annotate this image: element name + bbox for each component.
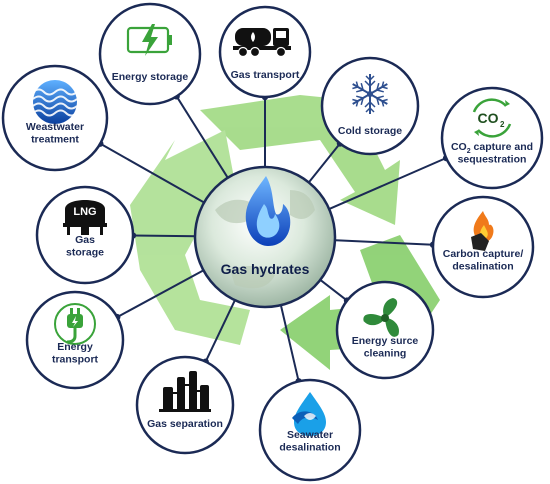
lng-label: LNG bbox=[73, 206, 96, 218]
node-circle-gas-transport bbox=[218, 5, 312, 99]
link-energy-storage bbox=[175, 95, 230, 180]
node-label-wastewater-1: treatment bbox=[31, 133, 79, 145]
center-node: Gas hydrates bbox=[193, 165, 337, 309]
center-label: Gas hydrates bbox=[221, 261, 310, 277]
globe-land bbox=[215, 190, 315, 289]
node-gas-transport: Gas transport bbox=[218, 5, 312, 99]
node-label-energy-storage-0: Energy storage bbox=[112, 71, 189, 83]
water-drop-icon bbox=[292, 392, 326, 436]
link-energy-cleaning bbox=[318, 277, 348, 302]
node-energy-storage: Energy storage bbox=[98, 2, 202, 106]
node-label-energy-transport-1: transport bbox=[52, 353, 99, 365]
node-circle-energy-cleaning bbox=[335, 280, 435, 380]
node-label-carbon-capture-1: desalination bbox=[452, 260, 513, 272]
refinery-icon bbox=[159, 371, 211, 412]
node-label-energy-cleaning-1: cleaning bbox=[364, 347, 407, 359]
node-gas-separation: Gas separation bbox=[135, 355, 235, 455]
link-co2-capture bbox=[326, 157, 447, 211]
node-label-seawater-desal-1: desalination bbox=[279, 441, 340, 453]
co2-icon-subscript: 2 bbox=[500, 120, 505, 129]
node-label-gas-storage-1: storage bbox=[66, 246, 104, 258]
fan-icon bbox=[363, 298, 399, 337]
tanker-truck-icon bbox=[233, 28, 291, 58]
node-label-co2-capture-0: CO2 capture and bbox=[451, 141, 533, 155]
node-circle-energy-storage bbox=[98, 2, 202, 106]
link-gas-separation bbox=[204, 297, 237, 363]
node-label-gas-transport-0: Gas transport bbox=[231, 69, 300, 81]
link-carbon-capture bbox=[332, 239, 434, 246]
link-energy-transport bbox=[116, 268, 206, 319]
node-label-wastewater-0: Weastwater bbox=[26, 121, 84, 133]
node-label-energy-cleaning-0: Energy surce bbox=[352, 335, 419, 347]
link-seawater-desal bbox=[279, 302, 300, 382]
lng-tank-icon: LNG bbox=[63, 200, 107, 235]
battery-bolt-icon bbox=[126, 24, 172, 56]
node-label-energy-transport-0: Energy bbox=[57, 341, 93, 353]
link-cold-storage bbox=[306, 142, 341, 185]
node-label-seawater-desal-0: Seawater bbox=[287, 429, 333, 441]
snowflake-icon bbox=[352, 74, 388, 114]
node-label-gas-storage-0: Gas bbox=[75, 234, 95, 246]
node-cold-storage: Cold storage bbox=[320, 56, 420, 156]
node-label-co2-capture-2: sequestration bbox=[458, 154, 527, 166]
blue-flame-icon bbox=[245, 176, 291, 246]
co2-icon-text: CO bbox=[478, 110, 499, 126]
water-waves-icon bbox=[32, 80, 78, 124]
power-plug-icon bbox=[54, 303, 96, 345]
node-label-gas-separation-0: Gas separation bbox=[147, 418, 223, 430]
node-label-cold-storage-0: Cold storage bbox=[338, 125, 402, 137]
node-carbon-capture: Carbon capture/desalination bbox=[431, 195, 535, 299]
link-gas-storage bbox=[132, 234, 198, 238]
node-circle-co2-capture bbox=[440, 86, 544, 190]
link-wastewater bbox=[99, 142, 207, 205]
coal-fire-icon bbox=[471, 211, 494, 251]
node-label-carbon-capture-0: Carbon capture/ bbox=[443, 248, 524, 260]
